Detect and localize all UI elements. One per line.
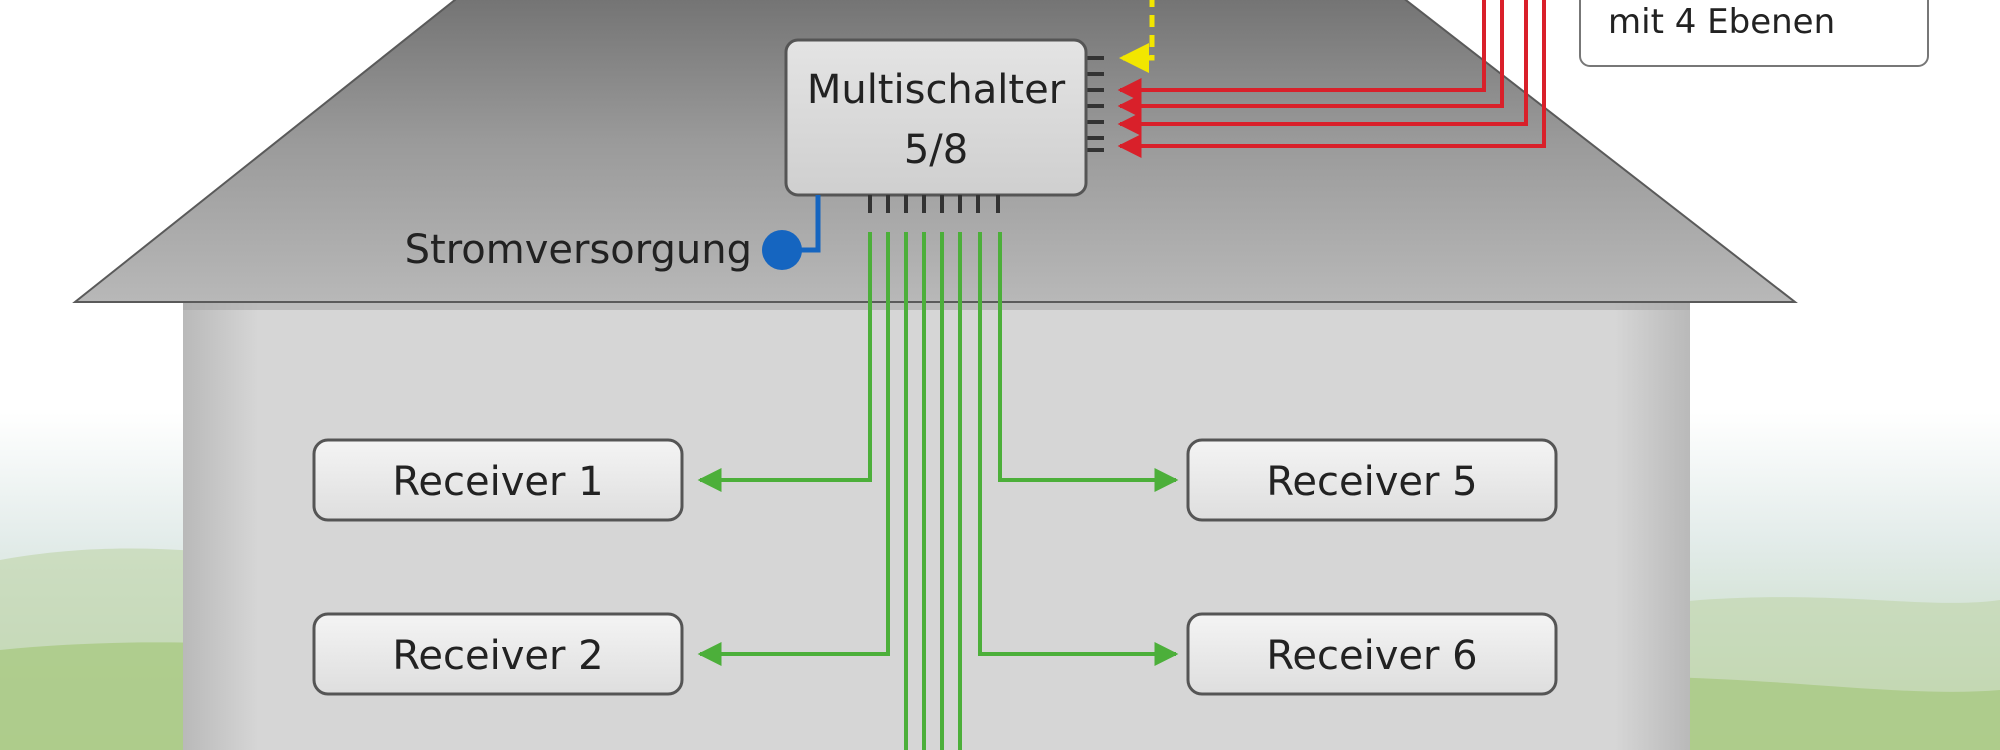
switch-input-pins — [1086, 56, 1104, 152]
receiver-1: Receiver 1 — [312, 438, 684, 522]
receiver-5-label: Receiver 5 — [1266, 459, 1477, 505]
receiver-lines — [697, 232, 1179, 750]
receiver-2: Receiver 2 — [312, 612, 684, 696]
lnb-note-box — [1579, 0, 1929, 67]
lnb-note-text: mit 4 Ebenen — [1608, 2, 1835, 42]
multiswitch-label: Multischalter — [807, 67, 1066, 113]
power-label: Stromversorgung — [405, 227, 752, 273]
power-dot-icon — [762, 230, 802, 270]
wall-shadow-strip — [183, 300, 1690, 310]
terrestrial-line — [1119, 0, 1155, 73]
power-supply: Stromversorgung — [405, 195, 821, 273]
receiver-6: Receiver 6 — [1186, 612, 1558, 696]
switch-output-pins — [868, 195, 1000, 213]
receiver-1-label: Receiver 1 — [392, 459, 603, 505]
receiver-6-label: Receiver 6 — [1266, 633, 1477, 679]
satellite-lines — [1117, 0, 1546, 158]
receiver-2-label: Receiver 2 — [392, 633, 603, 679]
multiswitch-ratio: 5/8 — [904, 127, 968, 173]
multiswitch: Multischalter 5/8 — [784, 38, 1088, 197]
receiver-5: Receiver 5 — [1186, 438, 1558, 522]
